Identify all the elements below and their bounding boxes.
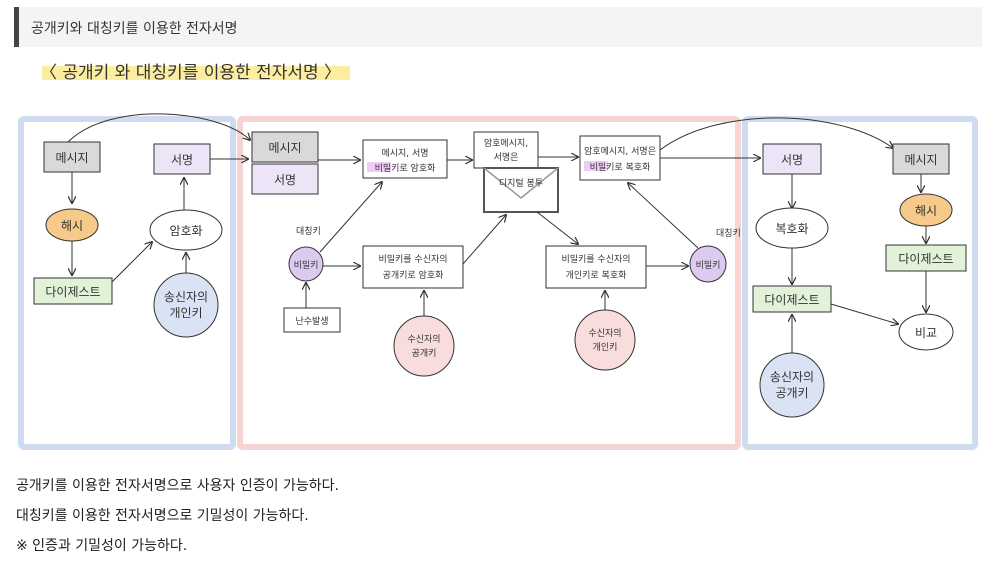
footer-line-1: 공개키를 이용한 전자서명으로 사용자 인증이 가능하다. (16, 478, 339, 494)
middle-message-box (251, 131, 319, 163)
arrow-left-digest-encrypt (111, 242, 152, 283)
decrypt-msg-box (579, 135, 661, 181)
encrypt-sym-line1: 메시지, 서명 (381, 148, 428, 159)
encrypt-sym-highlight (367, 162, 391, 172)
receiver-public-line2: 공개키 (412, 348, 437, 359)
signature-diagram: 〈 공개키 와 대칭키를 이용한 전자서명 〉 메시지 해시 다이제스트 서명 … (18, 63, 978, 450)
left-message-label: 메시지 (55, 151, 88, 165)
secret-key2-text: 비밀키 (696, 259, 721, 271)
middle-signature-label: 서명 (274, 173, 296, 187)
encrypted-line1: 암호메시지, (484, 137, 528, 149)
left-encrypt-circle (149, 209, 223, 251)
receiver-private-key-circle (574, 309, 636, 371)
middle-message-label: 메시지 (268, 141, 301, 155)
arrow-message-arc (67, 113, 250, 143)
left-encrypt-label: 암호화 (169, 224, 202, 238)
random-gen-box (283, 307, 341, 333)
encrypt-key-line2: 공개키로 암호화 (383, 269, 444, 281)
decrypt-key-box (545, 245, 647, 289)
receiver-private-line1: 수신자의 (588, 328, 621, 339)
decrypt-key-line2: 개인키로 복호화 (566, 270, 627, 281)
middle-panel (237, 116, 741, 450)
left-signature-label: 서명 (171, 153, 193, 167)
diagram-title: 〈 공개키 와 대칭키를 이용한 전자서명 〉 (40, 63, 341, 83)
receiver-private-line2: 개인키 (593, 342, 618, 353)
decrypt-msg-highlight (584, 161, 608, 171)
right-digest2-box (885, 244, 967, 272)
left-private-key-circle (153, 272, 219, 338)
title-highlight (42, 66, 350, 80)
secret-key2-circle (689, 245, 727, 283)
decrypt-msg-line2: 비밀키로 복호화 (590, 161, 651, 173)
encrypt-key-line1: 비밀키를 수신자의 (378, 253, 447, 265)
left-private-key-line2: 개인키 (169, 306, 202, 320)
footer-line-3: ※ 인증과 기밀성이 가능하다. (16, 538, 188, 554)
secret-key-text: 비밀키 (294, 259, 319, 271)
digital-envelope-label: 디지털 봉투 (499, 177, 543, 189)
right-sender-public-line1: 송신자의 (770, 370, 814, 384)
secret-key-circle (288, 246, 324, 282)
receiver-public-line1: 수신자의 (407, 334, 440, 345)
left-message-box (43, 141, 101, 173)
decrypt-msg-line1: 암호메시지, 서명은 (584, 145, 656, 157)
middle-signature-box (251, 163, 319, 195)
footer-notes: 공개키를 이용한 전자서명으로 사용자 인증이 가능하다. 대칭키를 이용한 전… (16, 476, 339, 566)
left-hash-label: 해시 (61, 219, 83, 233)
secret-key2-label: 대칭키 (716, 228, 741, 239)
footer-line-2: 대칭키를 이용한 전자서명으로 기밀성이 가능하다. (16, 508, 309, 524)
random-gen-label: 난수발생 (295, 316, 328, 327)
arrow-secret-key-encrypt (319, 182, 382, 253)
digital-envelope-box (483, 167, 559, 213)
left-private-key-line1: 송신자의 (164, 290, 208, 304)
arrow-message-arc-right (659, 117, 893, 151)
envelope-flap (483, 167, 559, 199)
right-hash-label: 해시 (915, 204, 937, 218)
right-sender-public-key-circle (759, 352, 825, 418)
arrow-secret-key2-decrypt-msg (628, 183, 699, 249)
arrow-encrypt-key-envelope (462, 215, 506, 265)
left-panel (18, 116, 236, 450)
right-decrypt-label: 복호화 (775, 222, 808, 236)
left-digest-label: 다이제스트 (45, 285, 100, 299)
right-panel (742, 116, 978, 450)
decrypt-key-line1: 비밀키를 수신자의 (561, 253, 630, 265)
right-signature-label: 서명 (781, 153, 803, 167)
right-signature-box (762, 143, 822, 175)
encrypted-line2: 서명은 (494, 152, 519, 163)
section-header: 공개키와 대칭키를 이용한 전자서명 (14, 7, 982, 47)
compare-circle (898, 313, 954, 351)
section-title: 공개키와 대칭키를 이용한 전자서명 (31, 21, 238, 37)
left-digest-box (33, 277, 113, 305)
right-digest-label: 다이제스트 (764, 293, 819, 307)
right-digest2-label: 다이제스트 (898, 252, 953, 266)
encrypted-data-box (473, 131, 539, 169)
arrow-right-digest-compare (830, 303, 898, 324)
right-message-label: 메시지 (904, 153, 937, 167)
arrow-envelope-decrypt-key (536, 211, 578, 244)
secret-key-label: 대칭키 (296, 226, 321, 237)
compare-label: 비교 (915, 326, 937, 340)
encrypt-key-box (362, 245, 464, 289)
right-digest-box (752, 285, 832, 313)
encrypt-sym-line2: 비밀키로 암호화 (375, 162, 436, 174)
receiver-public-key-circle (393, 315, 455, 377)
right-sender-public-line2: 공개키 (775, 386, 808, 400)
